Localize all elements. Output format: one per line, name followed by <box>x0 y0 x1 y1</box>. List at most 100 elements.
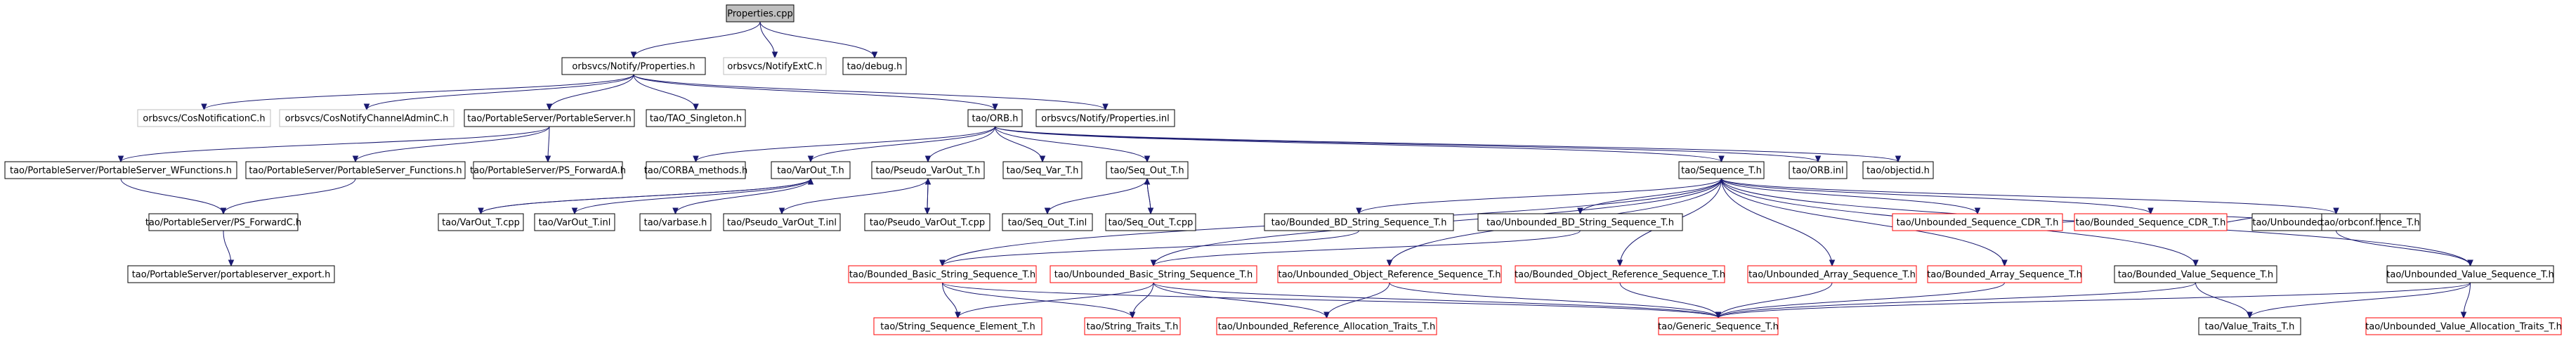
arrowhead-seq_out_t_h-to-seq_out_t_inl <box>1044 207 1051 215</box>
node-label: tao/Value_Traits_T.h <box>2205 322 2295 333</box>
node-unbounded-bd-string-h[interactable]: tao/Unbounded_BD_String_Sequence_T.h <box>1477 213 1683 231</box>
node-bounded-value-h[interactable]: tao/Bounded_Value_Sequence_T.h <box>2114 265 2277 283</box>
node-tao-singleton-h[interactable]: tao/TAO_Singleton.h <box>646 109 746 127</box>
node-label: orbsvcs/Notify/Properties.h <box>572 62 695 72</box>
node-sequence-t-h[interactable]: tao/Sequence_T.h <box>1678 161 1765 179</box>
node-pseudo-varout-t-inl[interactable]: tao/Pseudo_VarOut_T.inl <box>723 213 841 231</box>
node-label: tao/PortableServer/portableserver_export… <box>132 270 331 281</box>
node-varout-t-inl[interactable]: tao/VarOut_T.inl <box>534 213 615 231</box>
node-bounded-basic-string-h[interactable]: tao/Bounded_Basic_String_Sequence_T.h <box>848 265 1037 283</box>
node-unbounded-sequence-cdr-h[interactable]: tao/Unbounded_Sequence_CDR_T.h <box>1892 213 2063 231</box>
node-seq-out-t-h[interactable]: tao/Seq_Out_T.h <box>1106 161 1189 179</box>
node-label: tao/String_Sequence_Element_T.h <box>880 322 1035 333</box>
edge-unbounded_octet_h-to-unbounded_value_h <box>2336 230 2471 266</box>
node-pseudo-varout-t-cpp[interactable]: tao/Pseudo_VarOut_T.cpp <box>864 213 990 231</box>
node-box <box>723 57 827 75</box>
node-label: tao/varbase.h <box>644 218 707 229</box>
edge-sequence_t_h-to-bounded_sequence_cdr_h <box>1721 178 2151 214</box>
node-label: tao/Bounded_Basic_String_Sequence_T.h <box>849 270 1035 281</box>
node-varout-t-cpp[interactable]: tao/VarOut_T.cpp <box>438 213 524 231</box>
node-corba-methods-h[interactable]: tao/CORBA_methods.h <box>644 161 747 179</box>
node-generic-sequence-h[interactable]: tao/Generic_Sequence_T.h <box>1658 317 1779 335</box>
arrowhead-orb_h-to-varout_t_h <box>807 155 814 163</box>
node-varbase-h[interactable]: tao/varbase.h <box>639 213 712 231</box>
edge-varout_t_h-to-varbase_h <box>675 178 811 214</box>
node-label: tao/PortableServer/PS_ForwardC.h <box>145 218 301 229</box>
node-box <box>2386 265 2554 283</box>
node-debug-h[interactable]: tao/debug.h <box>842 57 907 75</box>
node-portableserver-h[interactable]: tao/PortableServer/PortableServer.h <box>464 109 635 127</box>
node-label: tao/Bounded_Value_Sequence_T.h <box>2118 270 2273 281</box>
arrowhead-properties_h-to-tao_singleton_h <box>693 103 699 111</box>
node-bounded-object-ref-h[interactable]: tao/Bounded_Object_Reference_Sequence_T.… <box>1515 265 1725 283</box>
node-label: tao/String_Traits_T.h <box>1087 322 1179 333</box>
node-box <box>723 213 841 231</box>
node-orb-inl[interactable]: tao/ORB.inl <box>1789 161 1848 179</box>
node-ps-functions-h[interactable]: tao/PortableServer/PortableServer_Functi… <box>245 161 466 179</box>
node-bounded-array-h[interactable]: tao/Bounded_Array_Sequence_T.h <box>1927 265 2082 283</box>
node-objectid-h[interactable]: tao/objectid.h <box>1862 161 1934 179</box>
arrowhead-orb_h-to-objectid_h <box>1895 155 1902 163</box>
node-label: tao/Generic_Sequence_T.h <box>1658 322 1779 333</box>
node-properties-h[interactable]: orbsvcs/Notify/Properties.h <box>561 57 706 75</box>
node-box <box>279 109 455 127</box>
arrowhead-unbounded_value_h-to-value_traits_h <box>2247 311 2253 319</box>
node-bounded-sequence-cdr-h[interactable]: tao/Bounded_Sequence_CDR_T.h <box>2074 213 2228 231</box>
arrowhead-unbounded_value_h-to-generic_sequence_h <box>1715 311 1722 319</box>
arrowhead-sequence_t_h-to-unbounded_sequence_cdr_h <box>1974 207 1981 215</box>
node-seq-var-t-h[interactable]: tao/Seq_Var_T.h <box>1002 161 1083 179</box>
arrowhead-unbounded_bd_string_h-to-unbounded_basic_string_h <box>1150 259 1157 267</box>
edge-unbounded_value_h-to-generic_sequence_h <box>1718 282 2471 319</box>
node-label: tao/PortableServer/PortableServer.h <box>467 114 631 124</box>
node-ps-export-h[interactable]: tao/PortableServer/portableserver_export… <box>127 265 335 283</box>
node-orbconf-h[interactable]: tao/orbconf.h <box>2320 213 2381 231</box>
node-ps-forwardc-h[interactable]: tao/PortableServer/PS_ForwardC.h <box>145 213 301 231</box>
node-label: tao/ORB.h <box>972 114 1019 124</box>
node-properties-cpp[interactable]: Properties.cpp <box>726 4 795 22</box>
node-string-traits-h[interactable]: tao/String_Traits_T.h <box>1084 317 1181 335</box>
node-label: tao/PortableServer/PortableServer_Functi… <box>249 166 462 176</box>
node-label: tao/Pseudo_VarOut_T.h <box>876 166 981 176</box>
node-label: tao/Sequence_T.h <box>1681 166 1762 176</box>
edge-seq_out_t_h-to-seq_out_t_inl <box>1047 178 1148 214</box>
node-unbounded-basic-string-h[interactable]: tao/Unbounded_Basic_String_Sequence_T.h <box>1050 265 1257 283</box>
node-unbounded-array-h[interactable]: tao/Unbounded_Array_Sequence_T.h <box>1747 265 1917 283</box>
edge-bounded_object_ref_h-to-generic_sequence_h <box>1619 282 1719 319</box>
node-seq-out-t-inl[interactable]: tao/Seq_Out_T.inl <box>1002 213 1093 231</box>
node-unbounded-value-alloc-h[interactable]: tao/Unbounded_Value_Allocation_Traits_T.… <box>2365 317 2562 335</box>
node-box <box>967 109 1023 127</box>
node-label: tao/Seq_Var_T.h <box>1007 166 1079 176</box>
node-unbounded-value-h[interactable]: tao/Unbounded_Value_Sequence_T.h <box>2386 265 2554 283</box>
node-ps-wfunctions-h[interactable]: tao/PortableServer/PortableServer_WFunct… <box>4 161 237 179</box>
node-box <box>646 109 746 127</box>
node-unbounded-ref-alloc-h[interactable]: tao/Unbounded_Reference_Allocation_Trait… <box>1216 317 1437 335</box>
node-unbounded-object-ref-h[interactable]: tao/Unbounded_Object_Reference_Sequence_… <box>1277 265 1502 283</box>
arrowhead-properties_cpp-to-notifyextc_h <box>771 51 778 59</box>
node-label: tao/debug.h <box>847 62 903 72</box>
node-ps-forwarda-h[interactable]: tao/PortableServer/PS_ForwardA.h <box>470 161 626 179</box>
node-box <box>1002 213 1093 231</box>
node-cosnotifychanneladminc-h: orbsvcs/CosNotifyChannelAdminC.h <box>279 109 455 127</box>
edge-properties_h-to-portableserver_h <box>549 74 634 110</box>
node-bounded-bd-string-h[interactable]: tao/Bounded_BD_String_Sequence_T.h <box>1264 213 1454 231</box>
edge-sequence_t_h-to-bounded_bd_string_h <box>1359 178 1722 214</box>
node-seq-out-t-cpp[interactable]: tao/Seq_Out_T.cpp <box>1105 213 1196 231</box>
arrowhead-unbounded_octet_h-to-unbounded_value_h <box>2467 259 2473 267</box>
edge-orb_h-to-orb_inl <box>995 126 1819 162</box>
node-label: tao/Unbounded_Sequence_CDR_T.h <box>1897 218 2059 229</box>
node-properties-inl[interactable]: orbsvcs/Notify/Properties.inl <box>1035 109 1175 127</box>
edge-properties_h-to-cosnotifychanneladminc_h <box>366 74 634 110</box>
node-label: orbsvcs/CosNotifyChannelAdminC.h <box>285 114 449 124</box>
edge-properties_cpp-to-properties_h <box>633 21 761 58</box>
node-box <box>1892 213 2063 231</box>
edge-unbounded_basic_string_h-to-generic_sequence_h <box>1153 282 1719 319</box>
node-pseudo-varout-t-h[interactable]: tao/Pseudo_VarOut_T.h <box>871 161 985 179</box>
node-box <box>534 213 615 231</box>
node-string-sequence-element-h[interactable]: tao/String_Sequence_Element_T.h <box>873 317 1042 335</box>
node-varout-t-h[interactable]: tao/VarOut_T.h <box>771 161 851 179</box>
node-value-traits-h[interactable]: tao/Value_Traits_T.h <box>2198 317 2301 335</box>
node-orb-h[interactable]: tao/ORB.h <box>967 109 1023 127</box>
node-box <box>137 109 271 127</box>
node-box <box>864 213 990 231</box>
edge-unbounded_array_h-to-generic_sequence_h <box>1718 282 1833 319</box>
